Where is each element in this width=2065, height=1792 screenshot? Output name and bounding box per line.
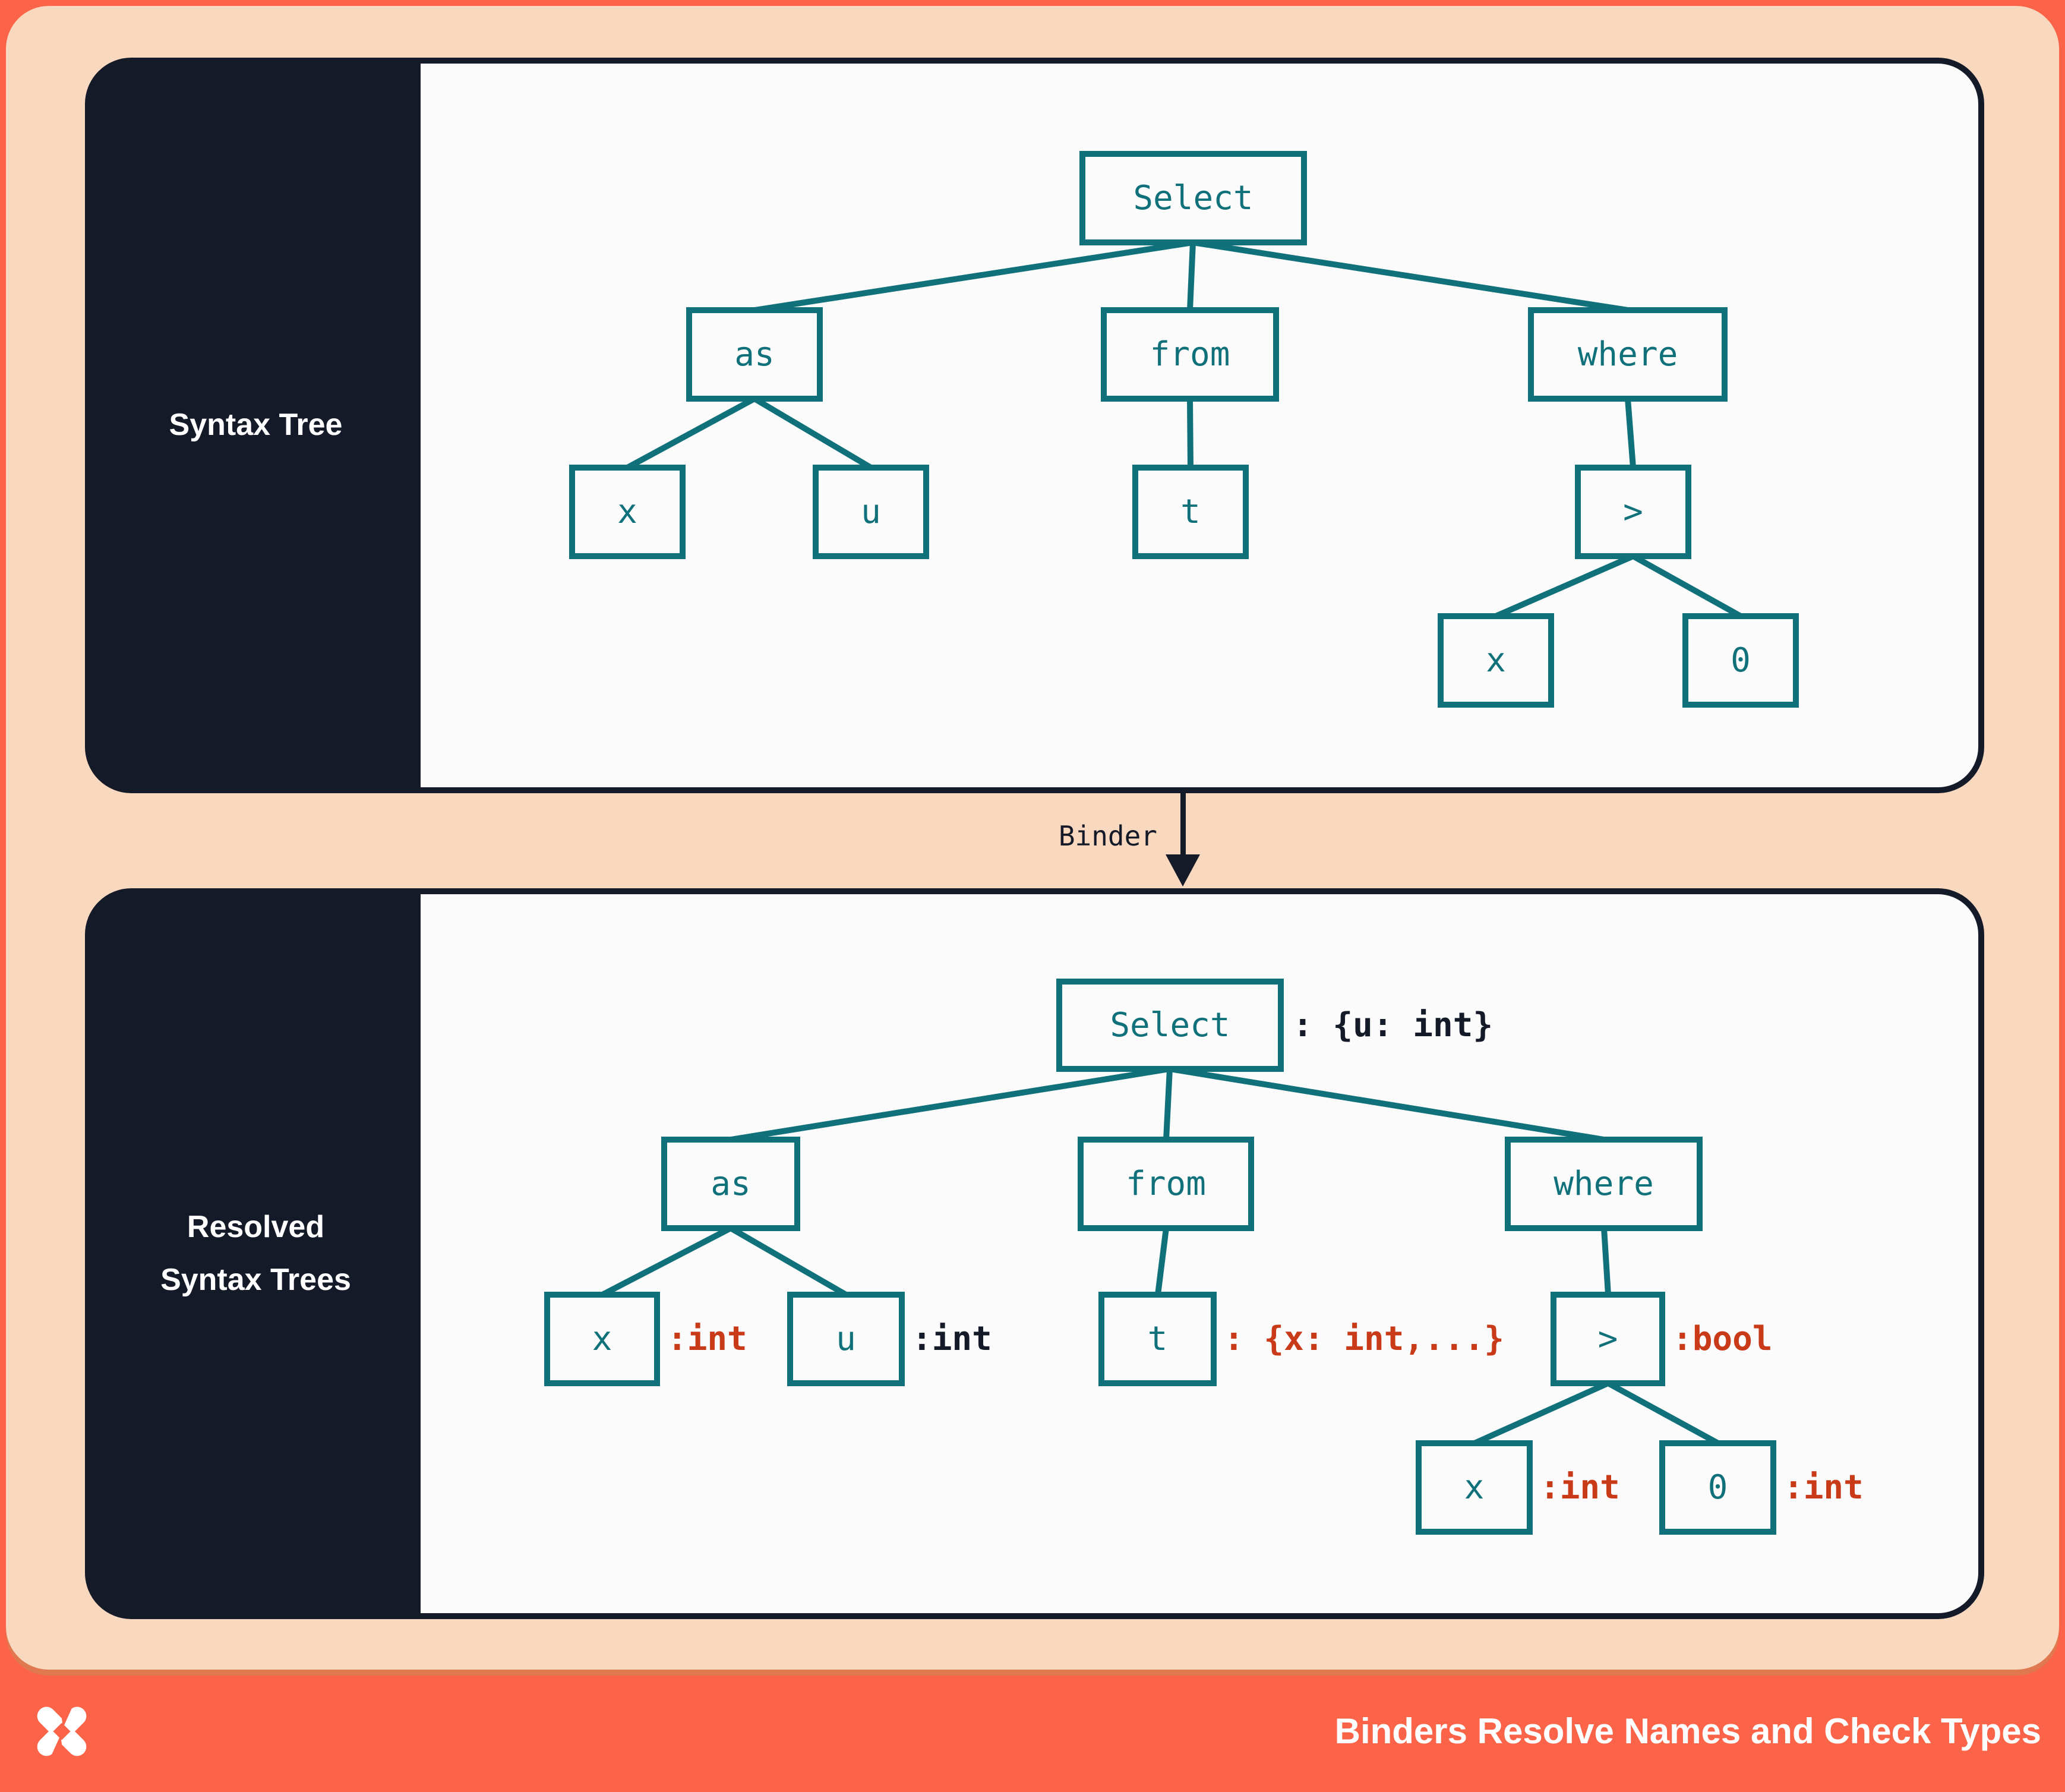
resolved-node-from-label: from <box>1126 1165 1206 1203</box>
type-annotation-greater-than: :bool <box>1672 1320 1773 1358</box>
type-annotation-t: : {x: int,...} <box>1224 1320 1505 1358</box>
node-t: t <box>1132 465 1249 559</box>
type-annotation-x-operand: :int <box>1540 1468 1620 1507</box>
resolved-panel-title-line2: Syntax Trees <box>160 1263 351 1297</box>
syntax-tree-panel: Syntax Tree <box>85 58 1984 793</box>
resolved-node-u-label: u <box>836 1320 856 1358</box>
node-select-label: Select <box>1133 179 1253 217</box>
resolved-node-x: x <box>544 1292 660 1386</box>
node-greater-than: > <box>1575 465 1691 559</box>
x-logo-icon <box>37 1700 87 1762</box>
node-select: Select <box>1079 151 1307 245</box>
node-from: from <box>1101 307 1279 402</box>
type-annotation-u: :int <box>912 1320 992 1358</box>
resolved-node-from: from <box>1078 1137 1254 1231</box>
footer-title: Binders Resolve Names and Check Types <box>1334 1711 2041 1751</box>
resolved-node-t-label: t <box>1147 1320 1168 1358</box>
type-annotation-select: : {u: int} <box>1293 1006 1494 1045</box>
resolved-node-as-label: as <box>711 1165 751 1203</box>
node-where: where <box>1528 307 1728 402</box>
node-x-label: x <box>617 493 637 531</box>
resolved-node-x-label: x <box>592 1320 612 1358</box>
syntax-tree-panel-title: Syntax Tree <box>169 408 343 443</box>
resolved-node-x-operand-label: x <box>1464 1468 1485 1507</box>
resolved-node-where-label: where <box>1554 1165 1654 1203</box>
node-u: u <box>813 465 929 559</box>
syntax-tree-sidebar: Syntax Tree <box>91 64 421 787</box>
resolved-syntax-trees-sidebar: Resolved Syntax Trees <box>91 894 421 1613</box>
type-annotation-zero: :int <box>1783 1468 1864 1507</box>
node-zero: 0 <box>1682 613 1799 708</box>
resolved-node-as: as <box>661 1137 800 1231</box>
resolved-node-zero-label: 0 <box>1707 1468 1728 1507</box>
node-u-label: u <box>861 493 881 531</box>
node-where-label: where <box>1577 335 1678 374</box>
binder-arrow-label: Binder <box>1058 820 1157 852</box>
resolved-node-select-label: Select <box>1110 1006 1230 1045</box>
resolved-node-greater-than: > <box>1551 1292 1665 1386</box>
resolved-node-select: Select <box>1056 979 1284 1072</box>
node-x: x <box>569 465 686 559</box>
node-t-label: t <box>1180 493 1201 531</box>
node-x-operand: x <box>1438 613 1554 708</box>
resolved-node-t: t <box>1098 1292 1217 1386</box>
node-as: as <box>686 307 823 402</box>
node-greater-than-label: > <box>1623 493 1643 531</box>
type-annotation-x: :int <box>667 1320 747 1358</box>
node-as-label: as <box>734 335 775 374</box>
resolved-panel-title-line1: Resolved <box>187 1209 325 1244</box>
resolved-node-x-operand: x <box>1416 1440 1533 1535</box>
resolved-node-u: u <box>787 1292 905 1386</box>
node-zero-label: 0 <box>1731 641 1751 680</box>
resolved-node-greater-than-label: > <box>1597 1320 1618 1358</box>
node-from-label: from <box>1150 335 1230 374</box>
node-x-operand-label: x <box>1486 641 1506 680</box>
resolved-node-zero: 0 <box>1659 1440 1776 1535</box>
resolved-node-where: where <box>1505 1137 1703 1231</box>
